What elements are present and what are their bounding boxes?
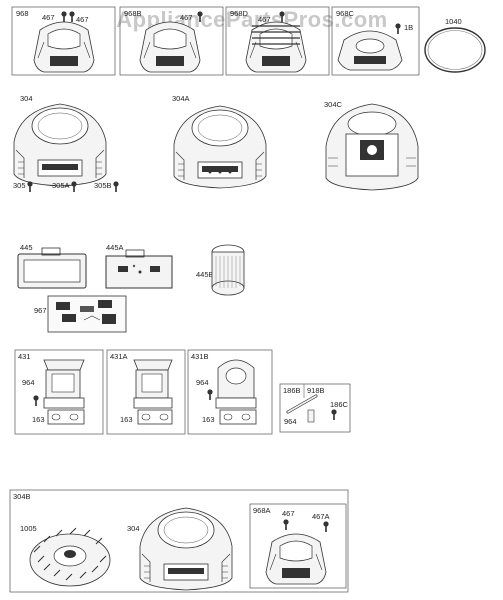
blower-cover-part-968A	[265, 533, 327, 585]
filter-kit-part-967	[47, 295, 127, 333]
callout-431B-964: 964	[196, 378, 209, 387]
callout-968A-467: 467	[282, 509, 295, 518]
callout-968C: 968C	[336, 9, 355, 18]
blower-cover-part-968C	[337, 30, 403, 71]
callout-431-964: 964	[22, 378, 35, 387]
flywheel-fan-part-1005	[29, 527, 111, 587]
callout-968-467-second: 467	[76, 15, 89, 24]
box-968B	[119, 6, 224, 76]
gasket-ring-part-1040	[424, 27, 486, 73]
adapter-part-431A	[133, 359, 173, 425]
callout-431: 431	[18, 352, 31, 361]
box-431A	[106, 349, 186, 435]
callout-186C: 186C	[330, 400, 349, 409]
callout-305: 305	[13, 181, 26, 190]
adapter-part-431B	[215, 359, 257, 425]
box-968D	[225, 6, 330, 76]
callout-968B: 968B	[124, 9, 142, 18]
callout-445: 445	[20, 243, 33, 252]
callout-918B: 918B	[307, 386, 325, 395]
callout-968D-467: 467	[258, 15, 271, 24]
callout-186B-964: 964	[284, 417, 297, 426]
screw-icon	[113, 181, 119, 192]
callout-431B: 431B	[191, 352, 209, 361]
box-431	[14, 349, 104, 435]
screw-icon	[331, 409, 337, 420]
box-186B-918B	[279, 383, 351, 433]
blower-cover-part-968	[33, 21, 95, 73]
blower-housing-part-304C	[325, 103, 419, 191]
screw-icon	[69, 11, 75, 22]
callout-968: 968	[16, 9, 29, 18]
box-968C	[331, 6, 420, 76]
callout-968B-467: 467	[180, 13, 193, 22]
air-filter-part-445A	[105, 249, 173, 289]
screw-icon	[71, 181, 77, 192]
screw-icon	[33, 395, 39, 406]
blower-housing-kit-part-304	[139, 507, 233, 591]
callout-967: 967	[34, 306, 47, 315]
box-431B	[187, 349, 273, 435]
callout-304B: 304B	[13, 492, 31, 501]
callout-186B: 186B	[283, 386, 301, 395]
blower-housing-part-304A	[173, 105, 267, 189]
callout-304B-1005: 1005	[20, 524, 37, 533]
callout-968-467: 467	[42, 13, 55, 22]
air-filter-part-445	[17, 247, 87, 289]
screw-icon	[323, 521, 329, 532]
blower-cover-part-968D	[245, 21, 307, 73]
box-304B	[9, 489, 349, 593]
callout-304A: 304A	[172, 94, 190, 103]
screw-icon	[395, 23, 401, 34]
screw-icon	[207, 389, 213, 400]
callout-304C: 304C	[324, 100, 343, 109]
callout-431B-163: 163	[202, 415, 215, 424]
screw-icon	[61, 11, 67, 22]
breather-tube-part-186B	[286, 394, 318, 423]
callout-431-163: 163	[32, 415, 45, 424]
callout-431A: 431A	[110, 352, 128, 361]
callout-445A: 445A	[106, 243, 124, 252]
callout-968A-467A: 467A	[312, 512, 330, 521]
callout-431A-163: 163	[120, 415, 133, 424]
callout-445B: 445B	[196, 270, 214, 279]
callout-1040: 1040	[445, 17, 462, 26]
callout-304: 304	[20, 94, 33, 103]
blower-cover-part-968B	[139, 21, 201, 73]
callout-305B: 305B	[94, 181, 112, 190]
callout-304B-304: 304	[127, 524, 140, 533]
callout-968D: 968D	[230, 9, 249, 18]
box-968A	[249, 503, 347, 589]
screw-icon	[27, 181, 33, 192]
callout-968C-screw: 1B	[404, 23, 413, 32]
callout-305A: 305A	[52, 181, 70, 190]
callout-968A: 968A	[253, 506, 271, 515]
blower-housing-part-304	[13, 103, 107, 187]
screw-icon	[283, 519, 289, 530]
adapter-part-431	[43, 359, 85, 425]
cylinder-filter-part-445B	[211, 244, 245, 296]
box-968	[11, 6, 116, 76]
